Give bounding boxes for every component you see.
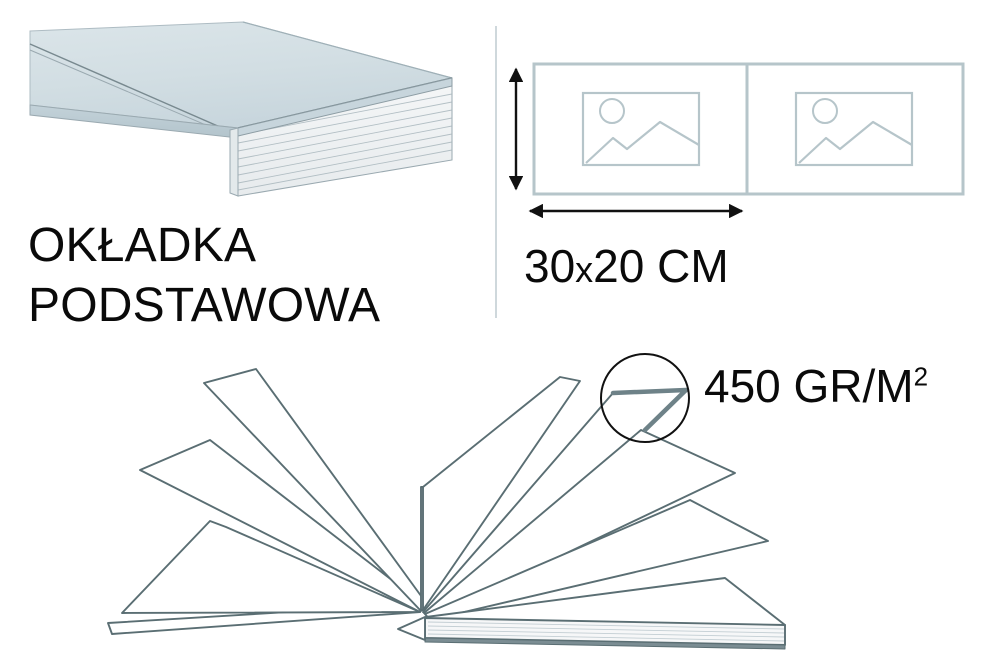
- cover-caption-line-2: PODSTAWOWA: [28, 279, 381, 332]
- spread-size-multiplier: x: [575, 249, 594, 290]
- cover-hinge-groove: [29, 43, 237, 138]
- page-edge-lines: [237, 93, 453, 191]
- paper-weight-label: 450 GR/M2: [704, 363, 928, 409]
- paper-weight-value: 450 GR/M: [704, 360, 914, 412]
- fan-page-edge-lines: [427, 621, 785, 642]
- spread-size-height: 20 CM: [593, 240, 729, 292]
- spread-left-page: [532, 62, 749, 196]
- fan-spine-notch: [397, 616, 426, 641]
- fan-leaf: [121, 520, 421, 614]
- cover-thickness-highlight: [610, 387, 689, 433]
- magnifier-circle-callout: [600, 353, 690, 443]
- open-spread-dimensions: [508, 62, 965, 219]
- fan-leaf: [422, 376, 581, 611]
- spread-right-page: [745, 62, 965, 196]
- paper-weight-exponent: 2: [913, 361, 929, 392]
- cover-caption-line-1: OKŁADKA: [28, 219, 257, 272]
- page-block-left-face: [229, 127, 239, 197]
- spread-size-label: 30x20 CM: [524, 243, 729, 289]
- image-placeholder-icon: [581, 91, 701, 167]
- cover-edge-highlight: [242, 21, 453, 79]
- spread-size-width: 30: [524, 240, 576, 292]
- fanned-pages-illustration: [107, 368, 786, 650]
- hardcover-corner-illustration: [29, 21, 453, 197]
- image-placeholder-icon: [794, 91, 914, 167]
